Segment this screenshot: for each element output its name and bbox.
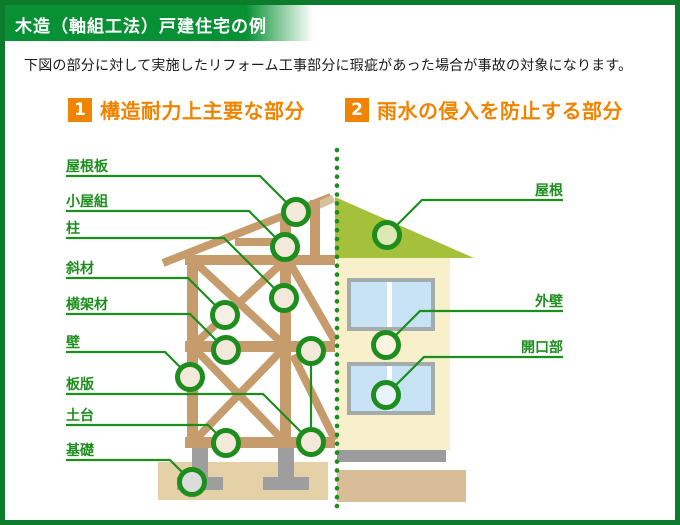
marker-exterior-wall <box>371 330 401 360</box>
intro-text: 下図の部分に対して実施したリフォーム工事部分に瑕疵があった場合が事故の対象になり… <box>24 58 633 74</box>
label-roof: 屋根 <box>535 182 564 199</box>
leader-horizontal-member <box>66 312 227 351</box>
title-bar: 木造（軸組工法）戸建住宅の例 <box>5 5 675 41</box>
marker-column <box>269 283 299 313</box>
page-title: 木造（軸組工法）戸建住宅の例 <box>15 17 267 37</box>
section-2-number-badge: 2 <box>345 97 369 122</box>
marker-sill <box>211 428 241 458</box>
label-floor-slab: 板版 <box>66 376 94 393</box>
leader-roof-truss <box>66 209 286 248</box>
label-roof-board: 屋根板 <box>66 158 109 175</box>
label-column: 柱 <box>66 220 80 237</box>
leader-diagonal-member <box>66 276 226 316</box>
section-structural-header: 1 構造耐力上主要な部分 <box>68 95 305 124</box>
ground-right <box>337 470 466 502</box>
marker-foundation <box>177 467 207 497</box>
house-roof <box>335 197 474 258</box>
timber-brace <box>195 262 283 344</box>
timber-frame <box>161 193 339 448</box>
marker-roof <box>372 220 402 250</box>
timber-middle-post <box>280 213 291 448</box>
window-upper <box>347 278 435 331</box>
label-opening: 開口部 <box>521 339 563 356</box>
marker-roof-truss <box>270 232 300 262</box>
label-roof-truss: 小屋組 <box>66 193 108 210</box>
leader-floor-slab <box>66 351 313 443</box>
marker-diagonal-member <box>210 300 240 330</box>
marker-roof-board <box>281 197 311 227</box>
leader-column <box>66 236 285 299</box>
section-waterproof-header: 2 雨水の侵入を防止する部分 <box>345 95 623 124</box>
house-base-band <box>337 450 446 462</box>
label-diagonal-member: 斜材 <box>65 260 94 277</box>
timber-ridge-post <box>310 200 320 260</box>
label-wall: 壁 <box>66 334 80 351</box>
timber-sill-beam <box>185 437 335 448</box>
marker-opening <box>371 380 401 410</box>
section-2-title: 雨水の侵入を防止する部分 <box>377 99 623 123</box>
label-foundation: 基礎 <box>66 442 95 459</box>
section-1-title: 構造耐力上主要な部分 <box>100 99 305 123</box>
leader-roof <box>386 198 563 236</box>
leader-wall <box>66 350 191 378</box>
timber-purlin <box>235 238 281 246</box>
label-horizontal-member: 横架材 <box>66 296 108 313</box>
leader-roof-board <box>66 174 297 213</box>
timber-eaves-beam <box>185 255 335 265</box>
marker-horizontal-member <box>211 335 241 365</box>
timber-brace <box>289 353 339 442</box>
marker-floor-slab-upper <box>296 336 326 366</box>
timber-floor-beam <box>185 341 335 352</box>
marker-wall <box>175 362 205 392</box>
leader-opening <box>385 355 563 396</box>
foundation-pier-right <box>263 448 309 490</box>
label-exterior-wall: 外壁 <box>535 293 563 310</box>
section-1-number-badge: 1 <box>68 97 92 122</box>
timber-brace <box>287 262 339 344</box>
label-sill: 土台 <box>66 407 94 424</box>
marker-floor-slab-lower <box>296 427 326 457</box>
leader-exterior-wall <box>385 309 563 346</box>
timber-left-post <box>187 255 198 448</box>
